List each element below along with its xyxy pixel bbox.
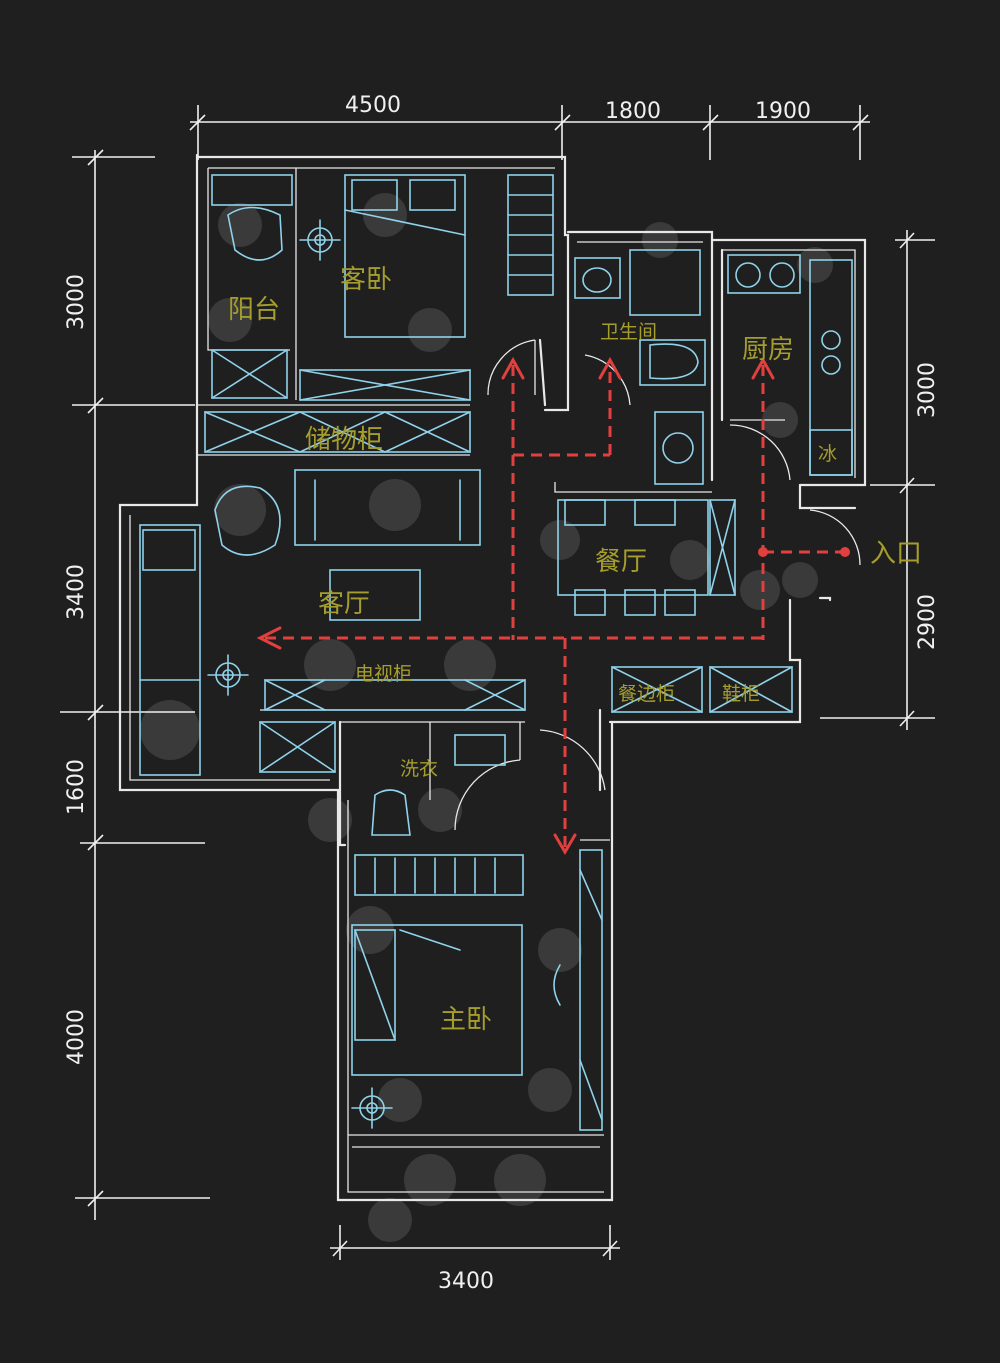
label-storage-cabinet: 储物柜 [305,425,383,455]
label-bathroom: 卫生间 [600,321,657,343]
label-kitchen: 厨房 [742,335,794,365]
label-dining-room: 餐厅 [595,547,647,577]
light-fixtures [207,219,393,1129]
dim-right-2: 2900 [915,594,940,650]
lighting-glows [140,193,833,1242]
dim-right-1: 3000 [915,362,940,418]
dim-left-3: 1600 [64,759,89,815]
label-entrance: 入口 [870,539,922,569]
label-guest-bedroom: 客卧 [340,265,392,295]
light-icon [299,219,341,261]
dim-left-1: 3000 [64,274,89,330]
label-wash: 洗衣 [400,758,438,780]
dim-left-4: 4000 [64,1009,89,1065]
dim-top-3: 1900 [755,99,811,124]
label-kitchen-text: 厨房 [742,335,794,365]
label-living-room: 客厅 [318,589,370,619]
dim-bottom-1: 3400 [438,1269,494,1294]
label-tv-cabinet: 电视柜 [355,663,412,685]
label-fridge: 冰 [818,443,837,465]
light-icon [207,654,249,696]
walls [118,153,867,1202]
label-master-bedroom: 主卧 [440,1005,492,1035]
dim-left-2: 3400 [64,564,89,620]
label-side-cabinet: 餐边柜 [618,683,675,705]
dimension-lines [60,105,935,1260]
dim-top-1: 4500 [345,93,401,118]
label-balcony: 阳台 [228,295,280,325]
light-icon [351,1087,393,1129]
furniture [139,174,853,1131]
label-shoe-cabinet: 鞋柜 [722,683,760,705]
dim-top-2: 1800 [605,99,661,124]
circulation-flow [256,356,850,855]
